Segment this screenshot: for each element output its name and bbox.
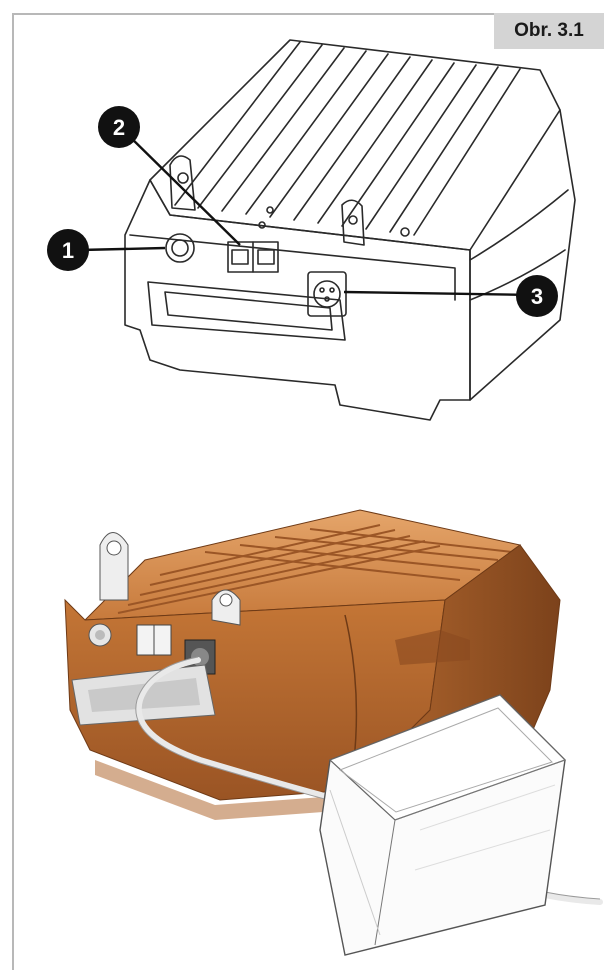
charger-cable (135, 657, 603, 905)
battery-body (64, 509, 561, 820)
charger-unit (319, 694, 567, 956)
battery-outline (124, 39, 576, 421)
xlr-connector (307, 271, 347, 317)
svg-text:3: 3 (531, 284, 543, 309)
svg-text:1: 1 (62, 238, 74, 263)
callout-marker-3: 3 (516, 275, 558, 317)
callout-marker-2: 2 (98, 106, 140, 148)
svg-text:2: 2 (113, 115, 125, 140)
round-connector (165, 233, 195, 263)
frame-left-border (12, 13, 14, 970)
charger-cable-outline (135, 656, 601, 900)
callout-lines (79, 126, 535, 297)
callout-marker-1: 1 (47, 229, 89, 271)
battery-line-drawing: 1 2 3 (47, 39, 576, 421)
figure-label: Obr. 3.1 (494, 13, 604, 49)
frame-top-border (12, 13, 604, 15)
